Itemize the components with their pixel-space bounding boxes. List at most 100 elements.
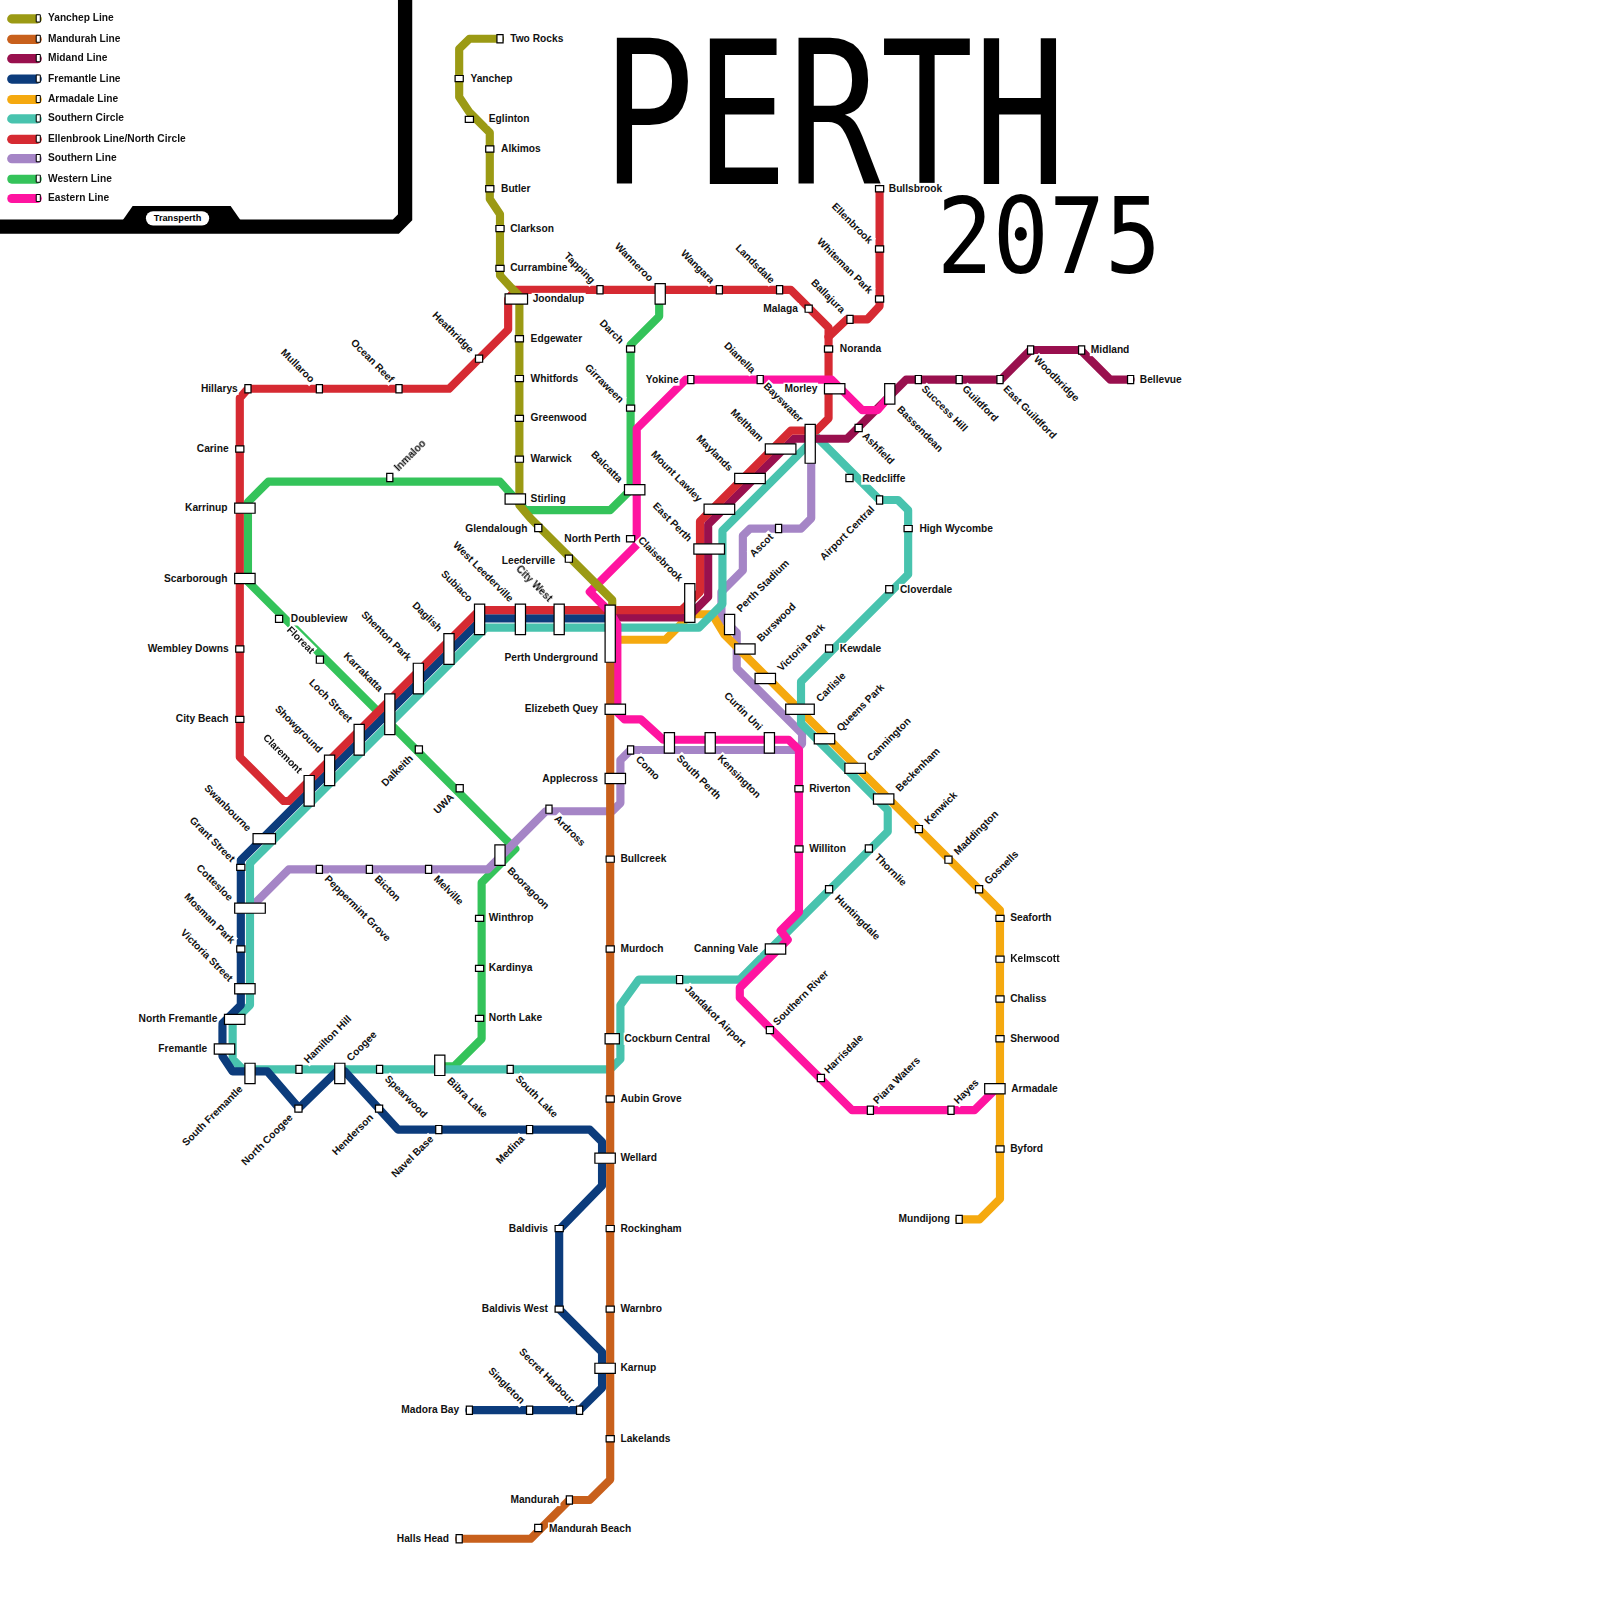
station-label: Byford <box>1009 1143 1044 1155</box>
station-label: Fremantle <box>157 1043 208 1055</box>
station-label: Singleton <box>485 1364 528 1407</box>
station-label: Doubleview <box>290 613 349 625</box>
station-label: City West <box>512 562 555 605</box>
legend-station-tick <box>36 135 41 143</box>
station-label: Booragoon <box>504 864 553 913</box>
mandurah-line <box>459 612 610 1539</box>
station-label: Cottesloe <box>193 861 236 904</box>
station-label: Aubin Grove <box>619 1093 682 1105</box>
station-label: Wellard <box>619 1152 658 1164</box>
legend-station-tick <box>36 35 41 43</box>
legend-station-tick <box>36 174 41 182</box>
legend-station-tick <box>36 194 41 202</box>
station-label: Ashfield <box>859 429 898 468</box>
station-label: Rockingham <box>619 1222 682 1234</box>
station-label: Navel Base <box>388 1132 437 1181</box>
station-label: Currambine <box>509 262 568 274</box>
legend-station-tick <box>36 95 41 103</box>
station-label: Ardross <box>551 812 589 850</box>
station-label: Baldivis <box>508 1222 549 1234</box>
western-line <box>248 290 659 1067</box>
legend-text: Ellenbrook Line/North Circle <box>48 133 186 145</box>
station-label: Beckenham <box>893 745 944 796</box>
station-label: Scarborough <box>163 572 229 584</box>
station-label: Wanneroo <box>611 240 656 285</box>
station-label: Warnbro <box>619 1303 663 1315</box>
station-label: Heathridge <box>429 309 477 357</box>
station-label: Como <box>632 753 663 784</box>
station-label: Daglish <box>409 599 445 635</box>
legend-swatch <box>7 114 42 123</box>
legend-text: Southern Circle <box>48 112 124 124</box>
interchange-markers <box>214 284 1005 1374</box>
station-label: Guildford <box>959 382 1002 425</box>
station-label: East Perth <box>649 499 695 545</box>
station-label: UWA <box>430 791 457 818</box>
station-label: Midland <box>1090 344 1131 356</box>
station-label: Mount Lawley <box>648 448 706 506</box>
legend-station-tick <box>36 74 41 82</box>
station-label: Winthrop <box>488 912 535 924</box>
station-label: Cockburn Central <box>623 1033 711 1045</box>
station-label: Burswood <box>754 600 799 645</box>
station-label: Maddington <box>951 807 1002 858</box>
station-label: Joondalup <box>532 293 586 305</box>
station-label: Ascot <box>747 530 777 560</box>
station-label: Whitfords <box>530 372 580 384</box>
station-label: Kenwick <box>921 788 960 827</box>
station-label: Noranda <box>839 343 882 355</box>
station-label: Stirling <box>530 493 567 505</box>
station-label: Alkimos <box>500 143 542 155</box>
year-heading: 2075 <box>937 185 1161 290</box>
legend-station-tick <box>36 54 41 62</box>
legend-station-tick <box>36 154 41 162</box>
legend-text: Mandurah Line <box>48 33 121 45</box>
station-label: Bullcreek <box>619 853 667 865</box>
station-label: Subiaco <box>438 567 476 605</box>
station-label: Airport Central <box>817 503 878 564</box>
legend-station-tick <box>36 114 41 122</box>
station-label: Warwick <box>530 453 573 465</box>
station-label: Two Rocks <box>509 33 564 45</box>
station-label: Halls Head <box>396 1533 450 1545</box>
station-label: Yokine <box>645 373 680 385</box>
station-label: Greenwood <box>530 412 588 424</box>
station-label: Mundijong <box>897 1213 951 1225</box>
station-label: Grant Street <box>186 814 238 866</box>
station-label: Landsdale <box>732 241 778 287</box>
station-label: Shenton Park <box>358 608 415 665</box>
station-label: South Fremantle <box>179 1082 246 1149</box>
station-label: Bibra Lake <box>444 1074 491 1121</box>
station-label: Floreat <box>283 623 317 657</box>
station-label: Canning Vale <box>693 943 759 955</box>
station-label: Bellevue <box>1139 373 1183 385</box>
station-label: Coogee <box>344 1028 381 1065</box>
legend-swatch <box>7 54 42 63</box>
station-label: Eglinton <box>488 113 531 125</box>
station-label: Mandurah Beach <box>548 1522 632 1534</box>
station-label: Piara Waters <box>870 1054 924 1108</box>
station-label: North Lake <box>488 1012 543 1024</box>
station-label: Mandurah <box>509 1494 560 1506</box>
station-label: Kardinya <box>488 962 534 974</box>
station-label: Melville <box>430 872 466 908</box>
legend-swatch <box>7 74 42 83</box>
station-label: Kelmscott <box>1009 953 1060 965</box>
legend-swatch <box>7 34 42 43</box>
station-label: Elizebeth Quey <box>524 703 599 715</box>
station-label: Balcatta <box>588 448 626 486</box>
station-label: Thornlie <box>871 851 910 890</box>
station-label: Ocean Reef <box>347 336 397 386</box>
station-label: City Beach <box>175 713 230 725</box>
station-label: Yanchep <box>469 72 513 84</box>
station-label: Glendalough <box>464 522 528 534</box>
station-label: Sherwood <box>1009 1033 1060 1045</box>
station-label: Woodbridge <box>1030 353 1082 405</box>
station-label: Henderson <box>329 1111 377 1159</box>
station-label: Riverton <box>808 783 851 795</box>
station-label: Maylands <box>693 432 736 475</box>
station-label: Karrakatta <box>340 649 386 695</box>
station-label: Karnup <box>619 1362 657 1374</box>
